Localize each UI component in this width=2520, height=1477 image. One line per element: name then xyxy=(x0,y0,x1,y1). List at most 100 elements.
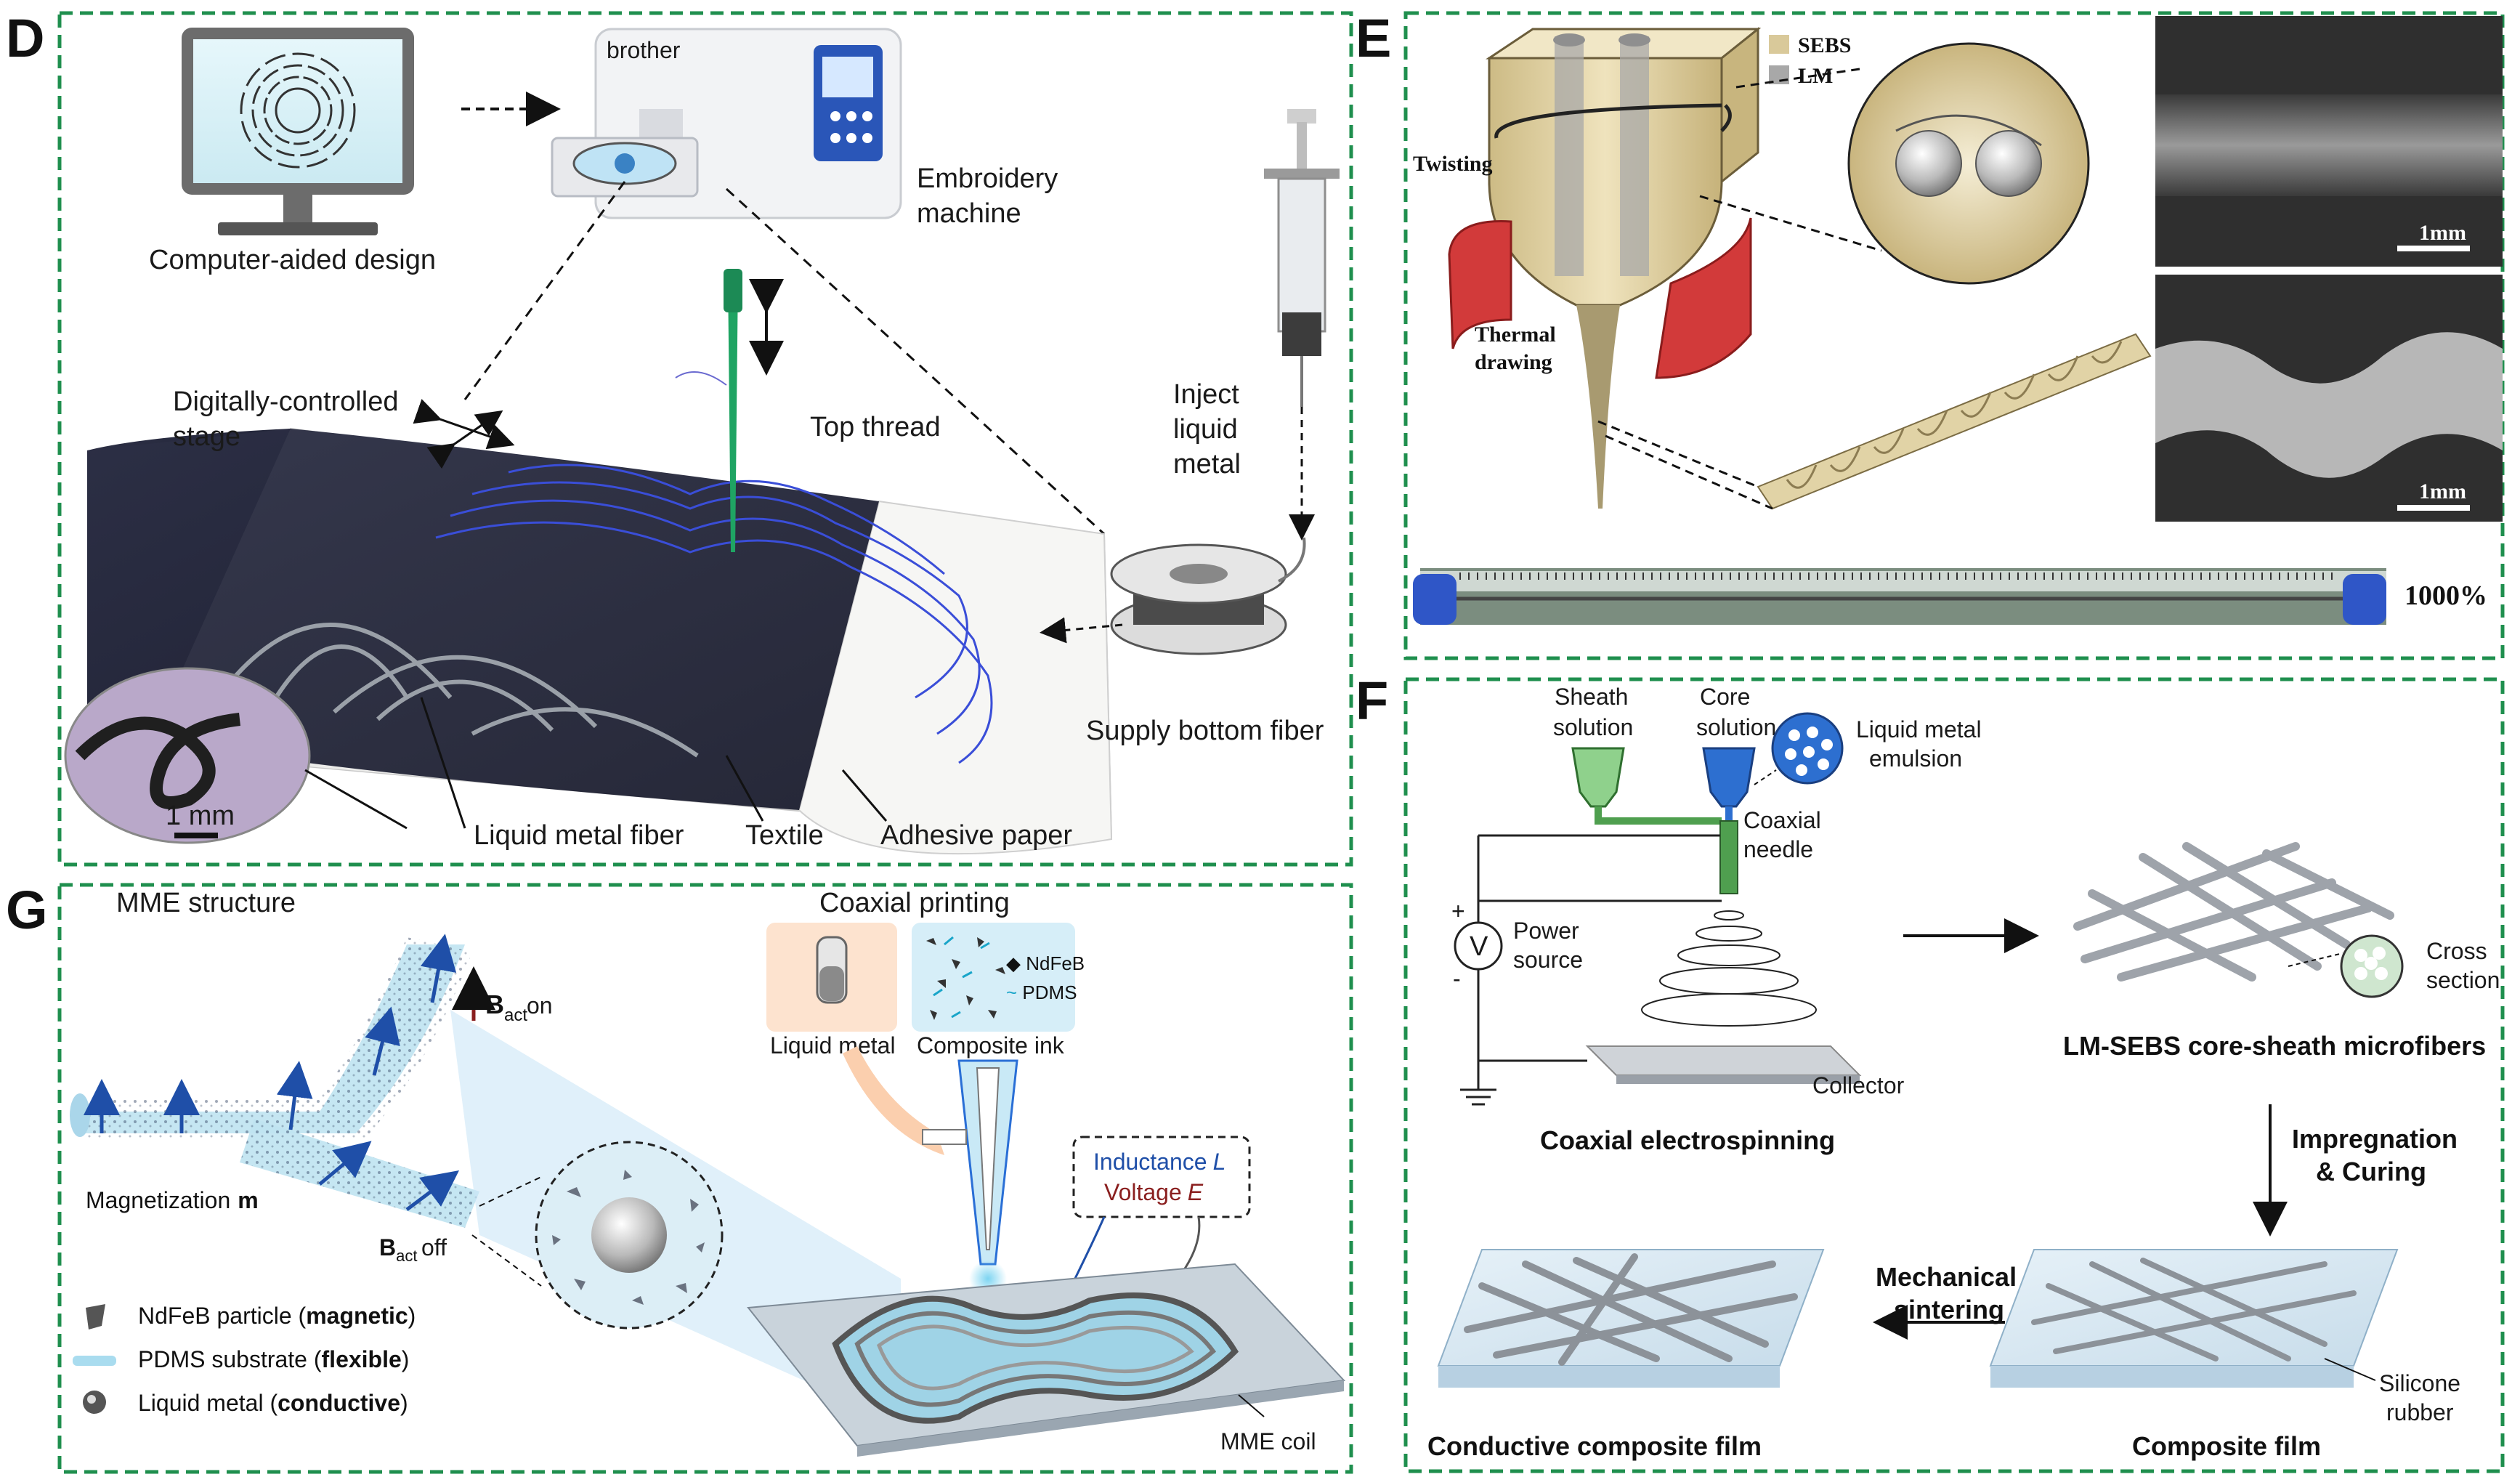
cross-section-circle xyxy=(1847,42,2090,285)
microfiber-mesh xyxy=(2073,842,2394,982)
supply-label: Supply bottom fiber xyxy=(1086,716,1324,746)
thermal-label-2: drawing xyxy=(1475,350,1552,374)
panel-g: G MME structure Coaxial printing Bact on… xyxy=(6,880,1353,1474)
coil-leader xyxy=(1238,1394,1265,1417)
sem-image-bottom xyxy=(2155,275,2503,522)
panel-e: E Twisting Thermal drawing SEBS LM xyxy=(1356,8,2505,660)
composite-film xyxy=(1989,1249,2399,1388)
inject-label-3: metal xyxy=(1173,449,1241,479)
computer-label: Computer-aided design xyxy=(149,245,436,275)
computer-monitor-icon xyxy=(182,28,414,235)
stage-label-1: Digitally-controlled xyxy=(173,387,398,417)
legend-pdms: PDMS substrate (flexible) xyxy=(138,1346,409,1372)
panel-g-letter: G xyxy=(6,880,48,940)
power-label-2: source xyxy=(1513,947,1583,973)
emulsion-leader xyxy=(1754,769,1777,785)
liquid-metal-vial xyxy=(766,923,897,1032)
needle-label-1: Coaxial xyxy=(1743,807,1821,833)
circuit-wire xyxy=(1477,899,1722,1090)
leader-line-paper xyxy=(841,769,888,822)
mme-tube xyxy=(70,937,479,1228)
microfiber-label: LM-SEBS core-sheath microfibers xyxy=(2063,1031,2486,1061)
mme-cross-section xyxy=(535,1141,724,1330)
core-container xyxy=(1702,747,1756,808)
pdms-swatch xyxy=(73,1356,116,1366)
sem-image-top xyxy=(2155,16,2503,267)
ink-flow-band xyxy=(843,1046,944,1155)
magnetization-arrows xyxy=(84,934,459,1211)
coaxial-printing-label: Coaxial printing xyxy=(819,888,1010,918)
liquid-metal-fiber-label: Liquid metal fiber xyxy=(474,820,684,851)
core-label-2: solution xyxy=(1696,714,1776,740)
zoom-line-2 xyxy=(1699,195,1882,252)
panel-g-frame xyxy=(57,883,1353,1474)
leader-line-textile xyxy=(725,755,764,822)
panel-f-frame xyxy=(1403,677,2505,1473)
mme-coil xyxy=(832,1292,1239,1424)
sem-scale-bottom: 1mm xyxy=(2419,479,2466,503)
thermal-label-1: Thermal xyxy=(1475,323,1556,347)
leader-line-fiber xyxy=(420,697,466,829)
projection-line-right xyxy=(725,187,1106,535)
panel-e-letter: E xyxy=(1356,8,1391,68)
adhesive-label: Adhesive paper xyxy=(880,820,1072,851)
strain-label: 1000% xyxy=(2404,580,2487,611)
mechanical-label-1: Mechanical xyxy=(1876,1262,2017,1292)
ground-icon xyxy=(1460,1088,1496,1106)
impregnation-label-1: Impregnation xyxy=(2292,1124,2458,1154)
panel-f: F Sheath solution Core solution Liquid m… xyxy=(1356,671,2505,1473)
plus-sign: + xyxy=(1451,898,1465,924)
pdms-ink-label: ~ PDMS xyxy=(1006,982,1077,1003)
inject-label-2: liquid xyxy=(1173,414,1238,445)
inductance-box xyxy=(1072,1136,1251,1218)
coaxial-needle xyxy=(1719,820,1738,894)
machine-label-2: machine xyxy=(917,198,1021,229)
zoom-line-1 xyxy=(1735,68,1860,89)
power-label-1: Power xyxy=(1513,918,1579,944)
volt-symbol: V xyxy=(1470,931,1488,962)
emulsion-label-1: Liquid metal xyxy=(1856,716,1982,742)
sheath-label-2: solution xyxy=(1553,714,1633,740)
knot-inset xyxy=(64,667,311,844)
top-thread-label: Top thread xyxy=(810,412,941,442)
cross-leader xyxy=(2288,952,2343,967)
sheath-label-1: Sheath xyxy=(1555,684,1628,710)
composite-ink-label: Composite ink xyxy=(917,1032,1065,1059)
conductive-film xyxy=(1437,1249,1825,1388)
cross-label-1: Cross xyxy=(2426,938,2487,964)
panel-d-frame xyxy=(57,11,1353,867)
liquid-metal-dot-highlight xyxy=(87,1395,96,1404)
composite-ink-box xyxy=(912,923,1075,1032)
emulsion-label-2: emulsion xyxy=(1869,745,1962,772)
cross-section-dots xyxy=(2354,947,2388,980)
bact-on-symbol: Bact xyxy=(485,990,527,1025)
cross-zoom-line-1 xyxy=(479,1176,542,1207)
emulsion-circle xyxy=(1771,712,1844,785)
collector-plate xyxy=(1585,1045,1862,1084)
zoom-line-3 xyxy=(1597,420,1759,488)
needle-icon xyxy=(675,269,742,552)
panel-e-frame xyxy=(1403,11,2505,660)
needle-label-2: needle xyxy=(1743,836,1813,862)
heater-ring xyxy=(1448,220,1512,349)
scale-1mm-label: 1 mm xyxy=(166,801,235,831)
legend-ndfeb: NdFeB particle (magnetic) xyxy=(138,1303,416,1329)
liquid-metal-label: Liquid metal xyxy=(770,1032,896,1059)
legend-sebs-swatch xyxy=(1769,35,1789,54)
electrospin-jet xyxy=(1641,910,1817,1027)
fiber-spool-icon xyxy=(1110,537,1306,655)
silicone-label-1: Silicone xyxy=(2379,1370,2460,1396)
minus-sign: - xyxy=(1453,966,1461,992)
stage-motion-arrows xyxy=(413,399,515,469)
machine-label-1: Embroidery xyxy=(917,163,1058,194)
ndfeb-ink-label: ◆ NdFeB xyxy=(1006,952,1085,974)
stage-label-2: stage xyxy=(173,421,240,452)
bact-on-label: on xyxy=(527,992,553,1019)
panel-d: D Computer-aided design xyxy=(6,8,1353,867)
heater-ring-right xyxy=(1655,217,1752,379)
impregnation-label-2: & Curing xyxy=(2316,1157,2426,1186)
twisting-label: Twisting xyxy=(1413,152,1492,176)
